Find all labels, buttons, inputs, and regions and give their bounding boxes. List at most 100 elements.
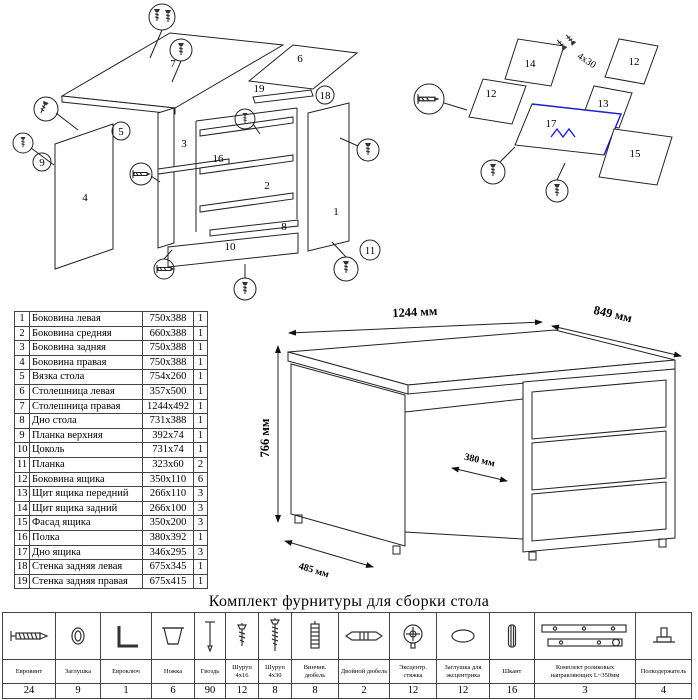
parts-table-row: 12 Боковина ящика 350x110 6 bbox=[15, 472, 208, 488]
hardware-item-wood-dowel: Шкант 16 bbox=[490, 613, 535, 698]
parts-table-row: 6 Столешница левая 357x500 1 bbox=[15, 384, 208, 400]
part-number: 19 bbox=[15, 574, 30, 590]
fastener-callouts bbox=[413, 32, 577, 203]
part-name: Щит ящика задний bbox=[30, 501, 143, 517]
dim-side-label: 485 мм bbox=[297, 561, 330, 581]
part-label: 14 bbox=[525, 58, 537, 70]
part-name: Вязка стола bbox=[30, 370, 143, 385]
parts-table-row: 2 Боковина средняя 660x388 1 bbox=[15, 326, 208, 342]
parts-table-row: 10 Цоколь 731x74 1 bbox=[15, 443, 208, 458]
part-size: 266x100 bbox=[143, 501, 194, 517]
hardware-item-cap: Заглушка 9 bbox=[56, 613, 101, 698]
part-qty: 1 bbox=[194, 312, 208, 327]
part-name: Боковина правая bbox=[30, 355, 143, 371]
hardware-item-qty: 12 bbox=[457, 685, 469, 696]
fastener-callouts bbox=[12, 3, 380, 301]
screw-size-note: 4x30 bbox=[575, 51, 598, 71]
drawer-side-panel-right bbox=[604, 38, 659, 85]
screw-4x16-icon bbox=[226, 613, 258, 660]
hardware-item-name: Эксцентр. стяжка bbox=[390, 660, 436, 684]
nail-icon bbox=[195, 613, 225, 660]
part-name: Дно стола bbox=[30, 414, 143, 429]
hardware-item-eurovint: Евровинт 24 bbox=[3, 613, 56, 698]
part-size: 266x110 bbox=[143, 487, 194, 502]
part-size: 754x260 bbox=[143, 370, 194, 385]
part-name: Боковина задняя bbox=[30, 341, 143, 356]
hardware-item-leg: Ножка 6 bbox=[152, 613, 195, 698]
dim-height-label: 766 мм bbox=[258, 418, 272, 457]
parts-table-row: 3 Боковина задняя 750x388 1 bbox=[15, 341, 208, 356]
part-name: Щит ящика передний bbox=[30, 487, 143, 502]
parts-table-row: 9 Планка верхняя 392x74 1 bbox=[15, 428, 208, 444]
screw-4x30-icon bbox=[259, 613, 291, 660]
eccentric-cap-icon bbox=[437, 613, 489, 660]
part-label: 12 bbox=[629, 56, 640, 68]
part-label: 1 bbox=[333, 206, 339, 218]
part-label: 4 bbox=[82, 192, 88, 204]
part-label: 18 bbox=[320, 90, 332, 102]
part-label: 12 bbox=[486, 88, 497, 100]
part-name: Столешница правая bbox=[30, 399, 143, 415]
hardware-item-qty: 6 bbox=[170, 685, 176, 696]
hex-key-icon bbox=[101, 613, 151, 660]
parts-table-row: 18 Стенка задняя левая 675x345 1 bbox=[15, 560, 208, 575]
part-label: 10 bbox=[225, 241, 237, 253]
part-number: 2 bbox=[15, 326, 30, 342]
hardware-item-qty: 90 bbox=[204, 685, 216, 696]
parts-table-row: 14 Щит ящика задний 266x100 3 bbox=[15, 501, 208, 517]
hardware-item-qty: 24 bbox=[23, 685, 35, 696]
drawer-exploded-view: 14 12 12 13 17 15 4x30 bbox=[413, 32, 673, 203]
parts-table: 1 Боковина левая 750x388 1 2 Боковина ср… bbox=[14, 311, 208, 590]
hardware-item-qty: 12 bbox=[407, 685, 419, 696]
part-name: Стенка задняя левая bbox=[30, 560, 143, 575]
hardware-item-name: Гвоздь bbox=[195, 660, 225, 684]
part-label: 5 bbox=[118, 126, 124, 138]
drawer-rails bbox=[199, 116, 294, 213]
hardware-item-qty: 16 bbox=[506, 685, 518, 696]
hardware-item-screw-4x16: Шуруп 4x16 12 bbox=[226, 613, 259, 698]
part-size: 660x388 bbox=[143, 326, 194, 342]
part-size: 675x345 bbox=[143, 560, 194, 575]
part-size: 357x500 bbox=[143, 384, 194, 400]
part-size: 1244x492 bbox=[143, 399, 194, 415]
hardware-item-double-dowel: Двойной дюбель 2 bbox=[339, 613, 390, 698]
wood-dowel-icon bbox=[490, 613, 534, 660]
hardware-item-qty: 2 bbox=[361, 685, 367, 696]
part-label: 17 bbox=[546, 118, 558, 130]
drawer-facade-panel bbox=[598, 128, 673, 186]
part-label: 3 bbox=[181, 138, 187, 150]
part-name: Столешница левая bbox=[30, 384, 143, 400]
part-name: Планка bbox=[30, 457, 143, 473]
hardware-item-qty: 8 bbox=[312, 685, 318, 696]
middle-side-panel bbox=[157, 107, 175, 249]
part-name: Боковина ящика bbox=[30, 472, 143, 488]
part-number: 12 bbox=[15, 472, 30, 488]
part-qty: 1 bbox=[194, 326, 208, 342]
dim-knee-label: 380 мм bbox=[463, 452, 496, 470]
part-number: 17 bbox=[15, 545, 30, 561]
dim-depth-label: 849 мм bbox=[592, 303, 634, 326]
parts-table-row: 1 Боковина левая 750x388 1 bbox=[15, 312, 208, 327]
part-number: 8 bbox=[15, 414, 30, 429]
tabletop-right-panel bbox=[60, 32, 285, 115]
part-size: 346x295 bbox=[143, 545, 194, 561]
hardware-item-qty: 8 bbox=[272, 685, 278, 696]
part-name: Полка bbox=[30, 530, 143, 546]
part-number: 1 bbox=[15, 312, 30, 327]
drawer-front bbox=[531, 481, 667, 542]
cap-icon bbox=[56, 613, 100, 660]
part-label: 7 bbox=[170, 58, 176, 70]
hardware-item-eccentric: Эксцентр. стяжка 12 bbox=[390, 613, 437, 698]
desk-top bbox=[287, 329, 676, 395]
drawer-cabinet bbox=[522, 368, 676, 553]
roller-guides-icon bbox=[535, 613, 635, 660]
hardware-item-qty: 9 bbox=[75, 685, 81, 696]
part-qty: 1 bbox=[194, 428, 208, 444]
part-qty: 1 bbox=[194, 384, 208, 400]
part-label: 19 bbox=[254, 83, 266, 95]
hardware-table: Евровинт 24 Заглушка 9 Евроключ 1 bbox=[2, 612, 692, 699]
part-label: 6 bbox=[297, 53, 303, 65]
part-size: 750x388 bbox=[143, 312, 194, 327]
back-panel-edge bbox=[404, 398, 524, 413]
